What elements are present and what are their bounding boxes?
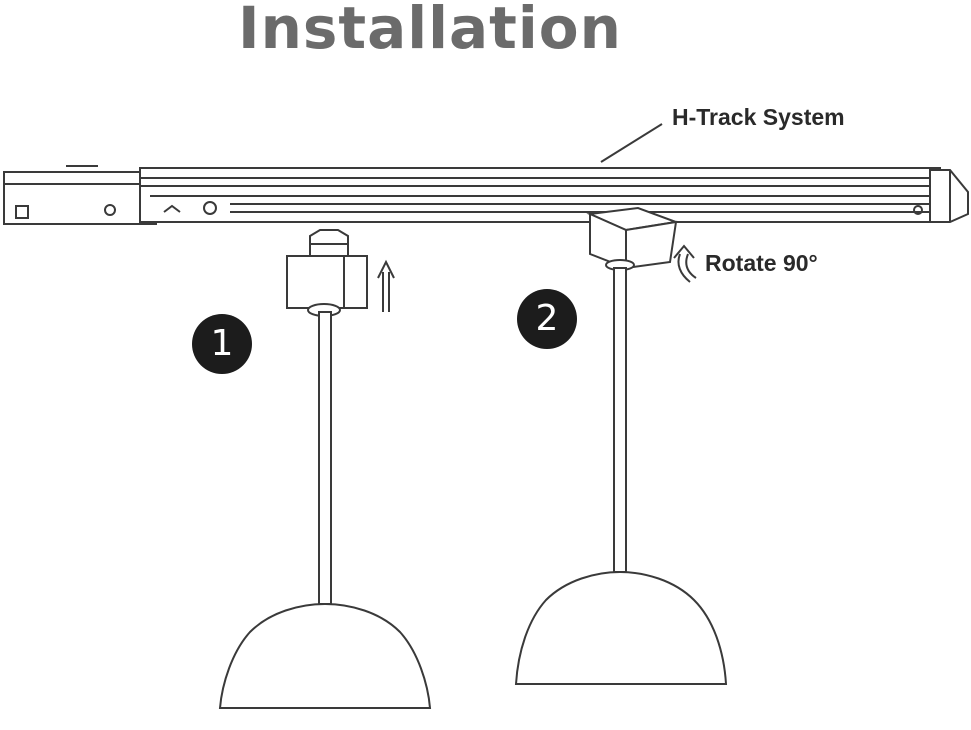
track-label-leader: [600, 123, 663, 163]
pendant-shade-2: [514, 570, 728, 685]
track-system-label: H-Track System: [672, 104, 845, 130]
adapter-2: [586, 206, 680, 271]
rotate-arrow-icon: [673, 244, 697, 283]
pendant-stem-2: [613, 267, 627, 573]
pendant-shade-1: [218, 602, 432, 709]
adapter-1: [286, 229, 368, 317]
page-title: Installation: [238, 0, 622, 62]
step-badge-2: 2: [517, 289, 577, 349]
h-track-rail: [3, 165, 969, 225]
up-arrow-icon: [377, 259, 395, 312]
pendant-stem-1: [318, 311, 332, 605]
rotate-label: Rotate 90°: [705, 250, 818, 276]
step-badge-1: 1: [192, 314, 252, 374]
